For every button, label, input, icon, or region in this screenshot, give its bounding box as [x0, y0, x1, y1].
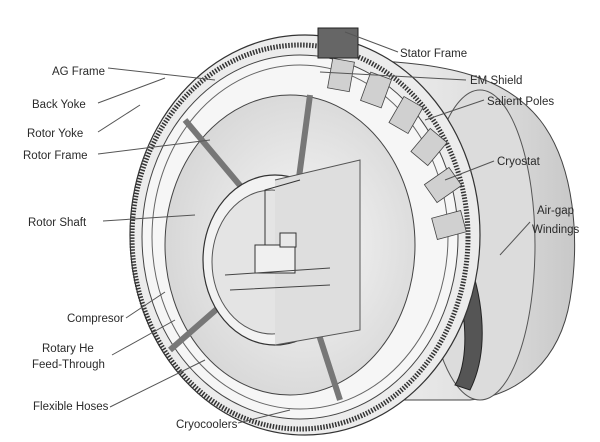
leader-lines: [97, 31, 531, 424]
label-rotor-shaft: Rotor Shaft: [28, 217, 87, 229]
label-rotor-yoke: Rotor Yoke: [27, 128, 83, 140]
label-rotary-he-line1: Rotary He: [42, 343, 94, 355]
label-flexible-hoses: Flexible Hoses: [33, 401, 109, 413]
label-salient-poles: Salient Poles: [487, 96, 554, 108]
label-air-gap-windings-line2: Windings: [532, 224, 580, 236]
salient-poles: [327, 57, 467, 240]
label-cryocoolers: Cryocoolers: [176, 419, 238, 431]
label-rotary-he-line2: Feed-Through: [32, 359, 105, 371]
rotor: [164, 94, 416, 401]
label-cryostat: Cryostat: [497, 156, 541, 168]
label-stator-frame: Stator Frame: [400, 48, 467, 60]
stator-frame-block: [317, 27, 359, 59]
label-rotor-frame: Rotor Frame: [23, 150, 88, 162]
label-em-shield: EM Shield: [470, 75, 522, 87]
label-compresor: Compresor: [67, 313, 124, 325]
label-air-gap-windings-line1: Air-gap: [537, 205, 574, 217]
label-ag-frame: AG Frame: [52, 66, 105, 78]
label-back-yoke: Back Yoke: [32, 99, 86, 111]
compressor-box: [254, 244, 296, 274]
